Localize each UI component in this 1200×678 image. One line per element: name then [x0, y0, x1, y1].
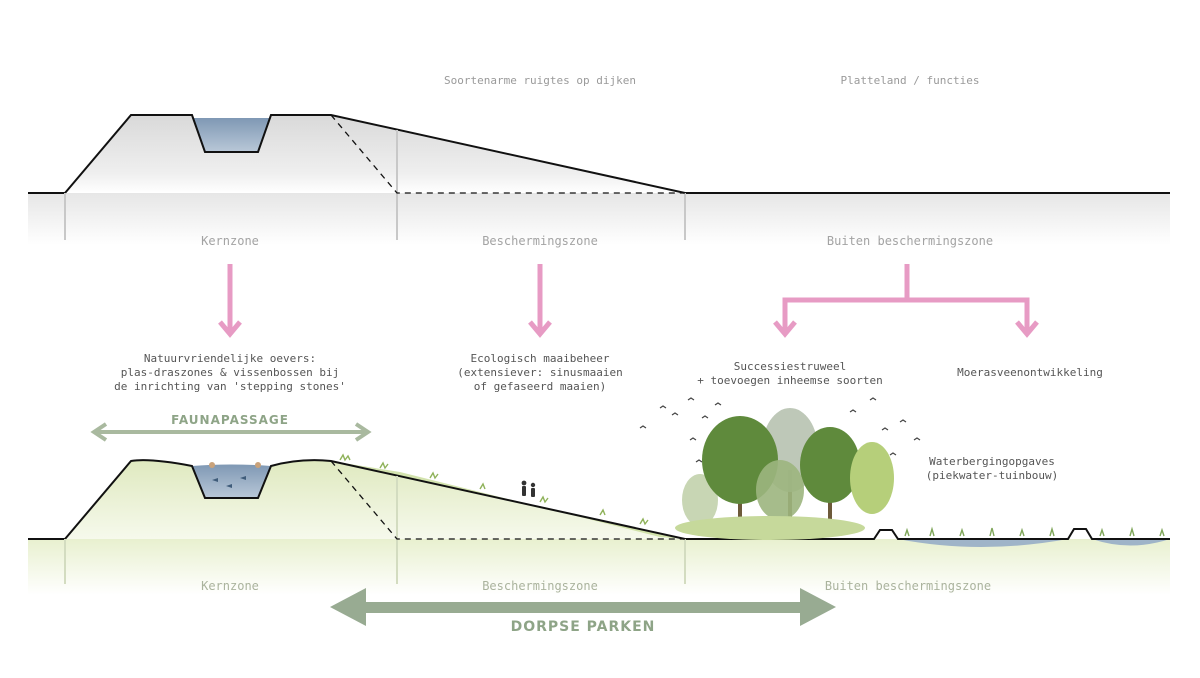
- arrow-kernzone-head: [218, 320, 242, 338]
- channel-fish: [212, 476, 246, 488]
- marsh-water-2: [1092, 539, 1170, 546]
- tree-cluster: [639, 397, 921, 540]
- bottom-channel-water: [192, 464, 271, 498]
- measure-buiten-right: Moerasveenontwikkeling: [957, 366, 1103, 379]
- top-ground-fill: [28, 193, 1170, 245]
- top-channel-water: [192, 118, 271, 152]
- dorpse-parken-arrow: [330, 588, 836, 626]
- bottom-zone-buiten: Buiten beschermingszone: [824, 579, 992, 593]
- waterberging-label: Waterbergingopgaves (piekwater-tuinbouw): [925, 455, 1059, 482]
- arrow-buiten-head-right: [1015, 320, 1039, 338]
- measure-beschermingszone: Ecologisch maaibeheer (extensiever: sinu…: [457, 352, 623, 393]
- channel-bird-1: [209, 462, 215, 468]
- faunapassage-label: FAUNAPASSAGE: [171, 413, 289, 427]
- dorpse-parken-label: DORPSE PARKEN: [510, 619, 656, 635]
- marsh-reeds: [904, 526, 1165, 537]
- arrow-buiten-branch: [782, 297, 1030, 333]
- bottom-profile-line: [28, 459, 1170, 540]
- top-dashed-boundary: [330, 114, 685, 194]
- top-dike-body: [65, 115, 685, 193]
- bottom-section: [28, 453, 1170, 595]
- arrow-bescherming-head: [528, 320, 552, 338]
- tree-mid: [756, 460, 804, 520]
- bottom-zone-kernzone: Kernzone: [201, 579, 259, 593]
- tree-dark-2: [800, 427, 860, 503]
- top-label-middle: Soortenarme ruigtes op dijken: [443, 74, 637, 87]
- measure-buiten-left: Successiestruweel + toevoegen inheemse s…: [697, 360, 883, 387]
- bottom-zone-beschermingszone: Beschermingszone: [482, 579, 598, 593]
- bottom-dike-body: [65, 460, 685, 539]
- bottom-ground-fill: [28, 539, 1170, 595]
- grass-tufts: [339, 453, 649, 526]
- top-zone-kernzone: Kernzone: [201, 234, 259, 248]
- channel-bird-2: [255, 462, 261, 468]
- faunapassage-arrow: [90, 422, 372, 442]
- top-profile-line: [28, 114, 1170, 194]
- top-zone-beschermingszone: Beschermingszone: [482, 234, 598, 248]
- top-section: [28, 114, 1170, 245]
- tree-left-light: [682, 474, 718, 526]
- people-figures: [521, 480, 536, 497]
- birds-flock: [639, 397, 921, 463]
- tree-light-right: [850, 442, 894, 514]
- measure-kernzone: Natuurvriendelijke oevers: plas-draszone…: [114, 352, 346, 393]
- top-label-right: Platteland / functies: [840, 74, 980, 87]
- marsh-water-1: [898, 539, 1068, 547]
- bottom-dashed-boundary: [330, 460, 685, 540]
- top-zone-buiten: Buiten beschermingszone: [826, 234, 994, 248]
- pink-arrows: [218, 264, 1039, 338]
- shrub-base: [675, 516, 865, 540]
- arrow-buiten-head-left: [773, 320, 797, 338]
